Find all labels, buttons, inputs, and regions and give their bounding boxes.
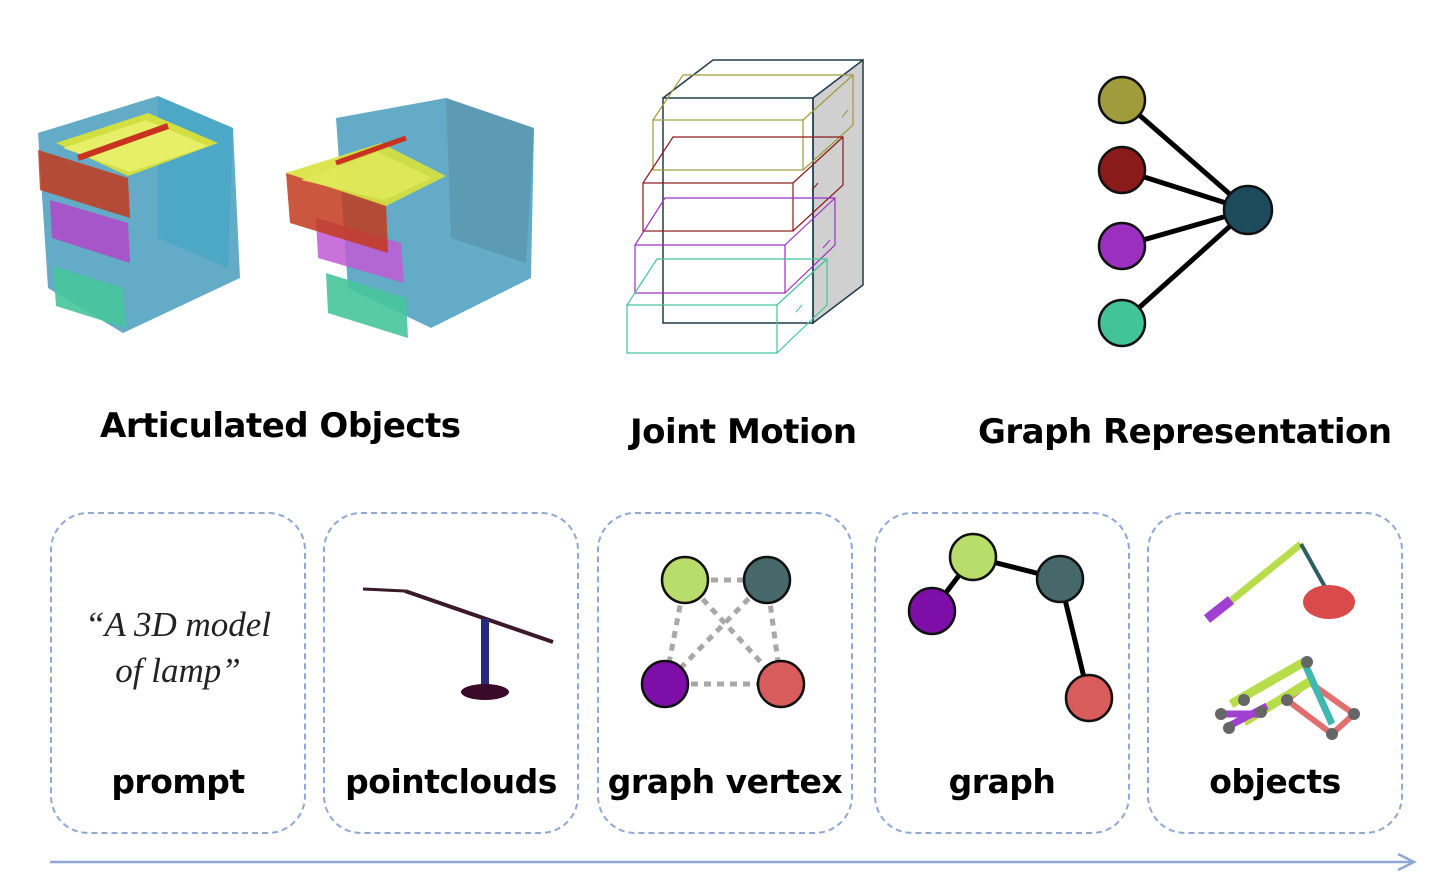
articulated-objects-heading: Articulated Objects: [100, 406, 461, 446]
prompt-line-2: of lamp”: [115, 651, 241, 690]
stage-graph: graph: [874, 512, 1130, 834]
lamp-pointcloud: [362, 587, 554, 700]
vertex-coral: [756, 659, 806, 709]
node-hub: [1222, 184, 1274, 236]
vertex-lime: [660, 555, 710, 605]
graph-representation-heading: Graph Representation: [978, 412, 1392, 452]
joint-motion-heading: Joint Motion: [630, 412, 857, 452]
vertex-graph: [640, 555, 806, 709]
prompt-line-1: “A 3D model: [84, 605, 272, 644]
cabinet-side-panel: [812, 58, 864, 325]
drawer-purple: [634, 197, 836, 294]
drawer-olive: [652, 74, 854, 171]
stage-label-graph-vertex: graph vertex: [607, 762, 843, 801]
node-teal: [1097, 298, 1147, 348]
stage-label-prompt: prompt: [111, 762, 245, 801]
graph-node-slate: [1035, 554, 1085, 604]
vertex-slate: [742, 555, 792, 605]
graph-representation-diagram: [1090, 70, 1290, 360]
graph-node-lime: [948, 532, 998, 582]
stage-label-graph: graph: [948, 762, 1056, 801]
graph-node-violet: [907, 586, 957, 636]
drawer-box-wireframe: [626, 58, 864, 354]
generated-stool: [1215, 656, 1360, 740]
stage-label-pointclouds: pointclouds: [345, 762, 557, 801]
stage-pointclouds: pointclouds: [323, 512, 579, 834]
drawer-red: [642, 136, 844, 232]
cabinet-closed: [38, 96, 240, 333]
node-purple: [1097, 221, 1147, 271]
prompt-text: “A 3D model of lamp”: [52, 602, 304, 694]
articulated-objects-illustration: [28, 88, 548, 360]
pipeline-arrow: [50, 852, 1417, 872]
vertex-violet: [640, 659, 690, 709]
cabinet-open: [286, 98, 534, 338]
stage-graph-vertex: graph vertex: [597, 512, 853, 834]
cabinet-front-frame: [662, 97, 814, 324]
generated-lamp: [1203, 541, 1355, 623]
graph-node-coral: [1064, 673, 1114, 723]
node-olive: [1097, 75, 1147, 125]
stage-objects: objects: [1147, 512, 1403, 834]
node-dark-red: [1097, 145, 1147, 195]
cabinet-renders: [38, 96, 534, 338]
generated-objects: [1203, 541, 1360, 740]
connected-graph: [907, 532, 1114, 723]
star-graph: [1097, 75, 1274, 348]
stage-label-objects: objects: [1209, 762, 1341, 801]
stage-prompt: “A 3D model of lamp” prompt: [50, 512, 306, 834]
joint-motion-diagram: [620, 55, 870, 360]
drawer-teal: [626, 258, 828, 354]
